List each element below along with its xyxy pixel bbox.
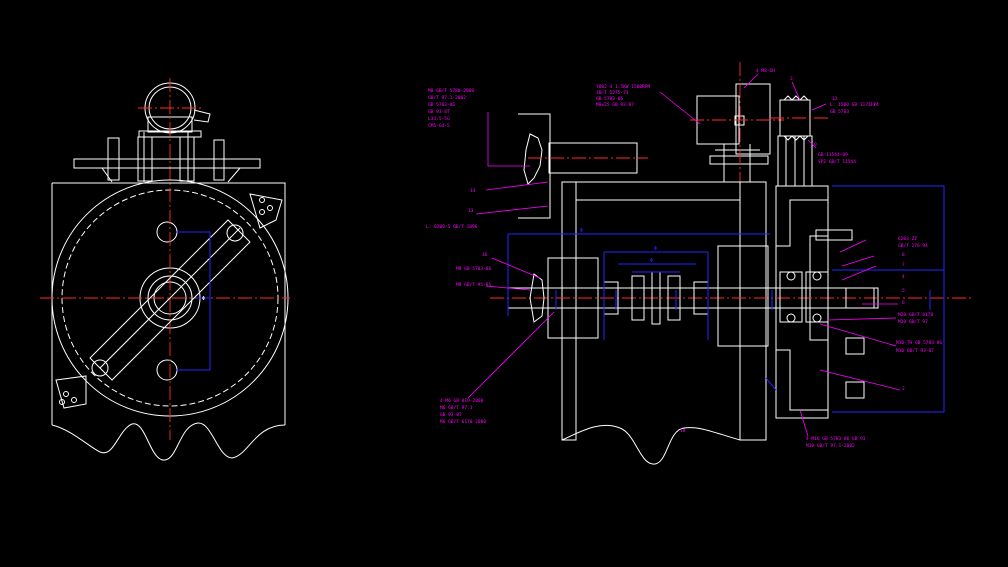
right-mid-callout: 6203-ZZ GB/T 276-94 xyxy=(898,236,928,249)
callout-pulley-num: 3 xyxy=(790,76,793,82)
part-number-7: 7 xyxy=(902,262,905,268)
callout-right-pulley-1: SPZ GB/T 11544 xyxy=(818,159,856,165)
mounting-frame xyxy=(73,132,261,183)
left-top-callout: M8 GB/T 5780-2000 GB/T 97.1-2002 GB 5783… xyxy=(428,88,474,129)
right-section-view: Φ Φ Φ 4- xyxy=(426,62,972,465)
callout-left-bottom-0: 4-M6 GB 819-2000 xyxy=(440,398,484,404)
part-number-16: 16 xyxy=(482,252,488,258)
part-number-4: 4 xyxy=(902,274,905,280)
callout-text: 4-M8-6H 3 Y802-4 1.5KW 1500RPM JB/T 5275… xyxy=(426,68,942,449)
part-number-callouts: 14 13 16 8 7 6 5 4 2 9 12 10 11 xyxy=(468,96,905,434)
callout-left-top-3: GB 93-87 xyxy=(428,109,450,115)
part-number-13: 13 xyxy=(468,208,474,214)
right-dimensions: Φ Φ Φ xyxy=(507,185,945,413)
callout-motor-block-3: M8x25 GB 93-87 xyxy=(596,102,634,108)
part-number-14: 14 xyxy=(470,188,476,194)
callout-bottom-right-1: M10 GB/T 97.1-2002 xyxy=(806,443,855,449)
callout-right-shaft-1: M10 GB/T 93-87 xyxy=(896,348,934,354)
callout-motor-block-0: Y802-4 1.5KW 1500RPM xyxy=(596,84,650,90)
motor-top-callout: 4-M8-6H 3 xyxy=(756,68,793,82)
callout-left-bottom-2: GB 93-87 xyxy=(440,412,462,418)
callout-right-pulley-0: GB 11544-89 xyxy=(818,152,848,158)
callout-left-shaft-1: M8 GB/T 95-85 xyxy=(456,282,492,288)
callout-left-bottom-3: M6 GB/T 6170-2000 xyxy=(440,419,486,425)
callout-right-low-0: M20 GB/T 6170 xyxy=(898,312,934,318)
bottom-right-callout: 4-M10 GB 5783-86 GB 93 M10 GB/T 97.1-200… xyxy=(806,436,866,449)
right-pulley-callout: GB 11544-89 SPZ GB/T 11544 xyxy=(818,152,856,165)
callout-right-top-0: L: 1500 GB 1171-74 xyxy=(830,102,879,108)
left-front-view: Φ xyxy=(40,78,290,461)
v-belt-pulley xyxy=(770,95,830,187)
callout-motor-top: 4-M8-6H xyxy=(756,68,775,74)
callout-bottom-right-0: 4-M10 GB 5783-86 GB 93 xyxy=(806,436,866,442)
part-number-10: 10 xyxy=(680,428,686,434)
callout-left-top-4: L33.5-5G xyxy=(428,116,450,122)
svg-text:Φ: Φ xyxy=(650,258,653,264)
callout-left-top-5: CM5-G4-5 xyxy=(428,123,450,129)
right-low-callout: M20 GB/T 6170 M20 GB/T 97 xyxy=(898,312,934,325)
part-number-5: 5 xyxy=(902,288,905,294)
callout-left-shaft-0: M8 GB 5783-86 xyxy=(456,266,492,272)
motor-front xyxy=(138,78,211,190)
callout-right-mid-0: 6203-ZZ xyxy=(898,236,917,242)
part-number-9: 9 xyxy=(814,142,817,148)
left-dimensions: Φ xyxy=(176,231,211,371)
callout-motor-block-1: JB/T 5275-73 xyxy=(596,90,629,96)
diagonal-arm xyxy=(55,193,283,409)
part-number-12: 12 xyxy=(832,96,838,102)
callout-motor-block-2: GB 5783-86 xyxy=(596,96,623,102)
callout-left-top-2: GB 5783-86 xyxy=(428,102,455,108)
upper-sprocket xyxy=(518,113,648,219)
leader-lines xyxy=(467,73,901,437)
motor-block-callout: Y802-4 1.5KW 1500RPM JB/T 5275-73 GB 578… xyxy=(596,84,650,108)
part-number-6: 6 xyxy=(902,300,905,306)
callout-right-low-1: M20 GB/T 97 xyxy=(898,319,928,325)
left-shaft-callout: M8 GB 5783-86 M8 GB/T 95-85 xyxy=(456,266,492,288)
part-number-8: 8 xyxy=(902,252,905,258)
motor-side xyxy=(690,62,784,186)
callout-left-bottom-1: M6 GB/T 97.1 xyxy=(440,405,473,411)
right-top-callout: L: 1500 GB 1171-74 GB 5783 xyxy=(830,102,879,115)
part-number-11: 11 xyxy=(870,102,876,108)
callout-left-mid: L: B200-5 GB/T 1096 xyxy=(426,224,478,230)
left-bottom-callout: 4-M6 GB 819-2000 M6 GB/T 97.1 GB 93-87 M… xyxy=(440,398,486,425)
part-number-2: 2 xyxy=(902,386,905,392)
right-shaft-callout: M10-7H GB 5783-86 M10 GB/T 93-87 xyxy=(896,340,942,354)
callout-right-mid-1: GB/T 276-94 xyxy=(898,243,928,249)
drum-circles xyxy=(40,179,290,440)
svg-text:Φ: Φ xyxy=(654,246,657,252)
svg-text:Φ: Φ xyxy=(580,228,583,234)
svg-text:Φ: Φ xyxy=(202,296,205,302)
callout-left-top-0: M8 GB/T 5780-2000 xyxy=(428,88,474,94)
housing-front xyxy=(51,182,286,461)
callout-left-top-1: GB/T 97.1-2002 xyxy=(428,95,466,101)
housing-section xyxy=(561,181,829,465)
callout-right-top-1: GB 5783 xyxy=(830,109,849,115)
callout-right-shaft-0: M10-7H GB 5783-86 xyxy=(896,340,942,346)
